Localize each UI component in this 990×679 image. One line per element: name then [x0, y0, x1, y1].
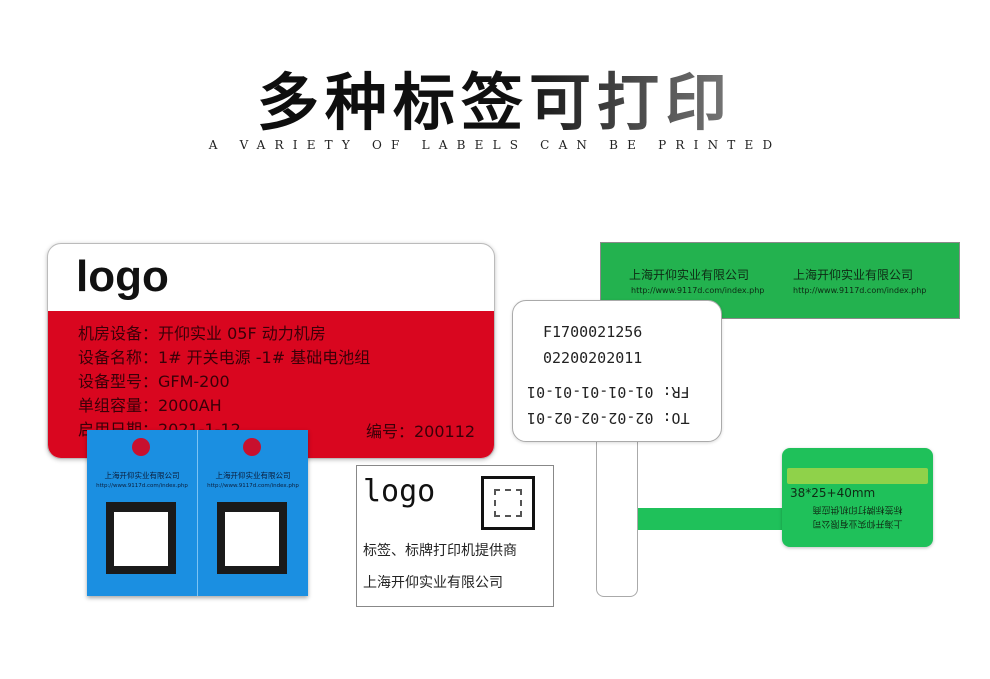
flag-tag-flipped-line1: 标签标牌打印机供应商 [812, 504, 903, 514]
paddle-tag-line2: 02200202011 [543, 349, 643, 367]
red-label-line: 机房设备：开仰实业 05F 动力机房 [78, 324, 326, 343]
paddle-tag-line1: F1700021256 [543, 323, 643, 341]
page-subtitle: A VARIETY OF LABELS CAN BE PRINTED [208, 138, 782, 152]
blue-tag-company: 上海开仰实业有限公司 [104, 471, 180, 480]
white-logo-label: logo 标签、标牌打印机提供商 上海开仰实业有限公司 [356, 465, 554, 607]
flag-tag-band [787, 468, 928, 484]
flag-tag-tail [617, 508, 789, 530]
strip-company-left: 上海开仰实业有限公司 [629, 268, 750, 282]
white-label-logo: logo [363, 474, 436, 509]
flag-tag: 38*25+40mm 标签标牌打印机供应商 上海开仰实业有限公司 [782, 448, 933, 547]
strip-url-left: http://www.9117d.com/index.php [631, 286, 765, 295]
qr-code-icon [481, 476, 535, 530]
blue-tag-company: 上海开仰实业有限公司 [215, 471, 291, 480]
hanging-hole-icon [243, 438, 261, 456]
blue-tag-left: 上海开仰实业有限公司 http://www.9117d.com/index.ph… [87, 430, 197, 596]
paddle-tag-flipped-line3: FR: 01-01-01-01-01 [527, 383, 690, 401]
flag-tag-size: 38*25+40mm [790, 486, 876, 500]
red-label-number: 编号：200112 [366, 422, 476, 441]
qr-code-icon [217, 502, 287, 574]
white-label-line1: 标签、标牌打印机提供商 [363, 543, 517, 559]
strip-company-right: 上海开仰实业有限公司 [793, 268, 914, 282]
blue-double-tag: 上海开仰实业有限公司 http://www.9117d.com/index.ph… [87, 430, 308, 596]
red-label-logo: logo [76, 252, 169, 301]
red-equipment-label: logo 机房设备：开仰实业 05F 动力机房 设备名称：1# 开关电源 -1#… [47, 243, 495, 459]
white-label-line2: 上海开仰实业有限公司 [363, 575, 503, 591]
blue-tag-url: http://www.9117d.com/index.php [207, 483, 299, 489]
page-title: 多种标签可打印 [0, 52, 990, 142]
red-label-line: 设备名称：1# 开关电源 -1# 基础电池组 [78, 348, 371, 367]
paddle-tag-flipped-line4: TO: 02-02-02-02-01 [527, 409, 690, 427]
strip-url-right: http://www.9117d.com/index.php [793, 286, 927, 295]
paddle-tag-stem [596, 430, 638, 597]
blue-tag-url: http://www.9117d.com/index.php [96, 483, 188, 489]
flag-tag-flipped-line2: 上海开仰实业有限公司 [812, 518, 903, 528]
hanging-hole-icon [132, 438, 150, 456]
paddle-tag: F1700021256 02200202011 FR: 01-01-01-01-… [512, 300, 722, 442]
qr-code-icon [106, 502, 176, 574]
blue-tag-perforation [197, 430, 198, 596]
blue-tag-right: 上海开仰实业有限公司 http://www.9117d.com/index.ph… [198, 430, 308, 596]
red-label-line: 设备型号：GFM-200 [78, 372, 230, 391]
red-label-line: 单组容量：2000AH [78, 396, 222, 415]
